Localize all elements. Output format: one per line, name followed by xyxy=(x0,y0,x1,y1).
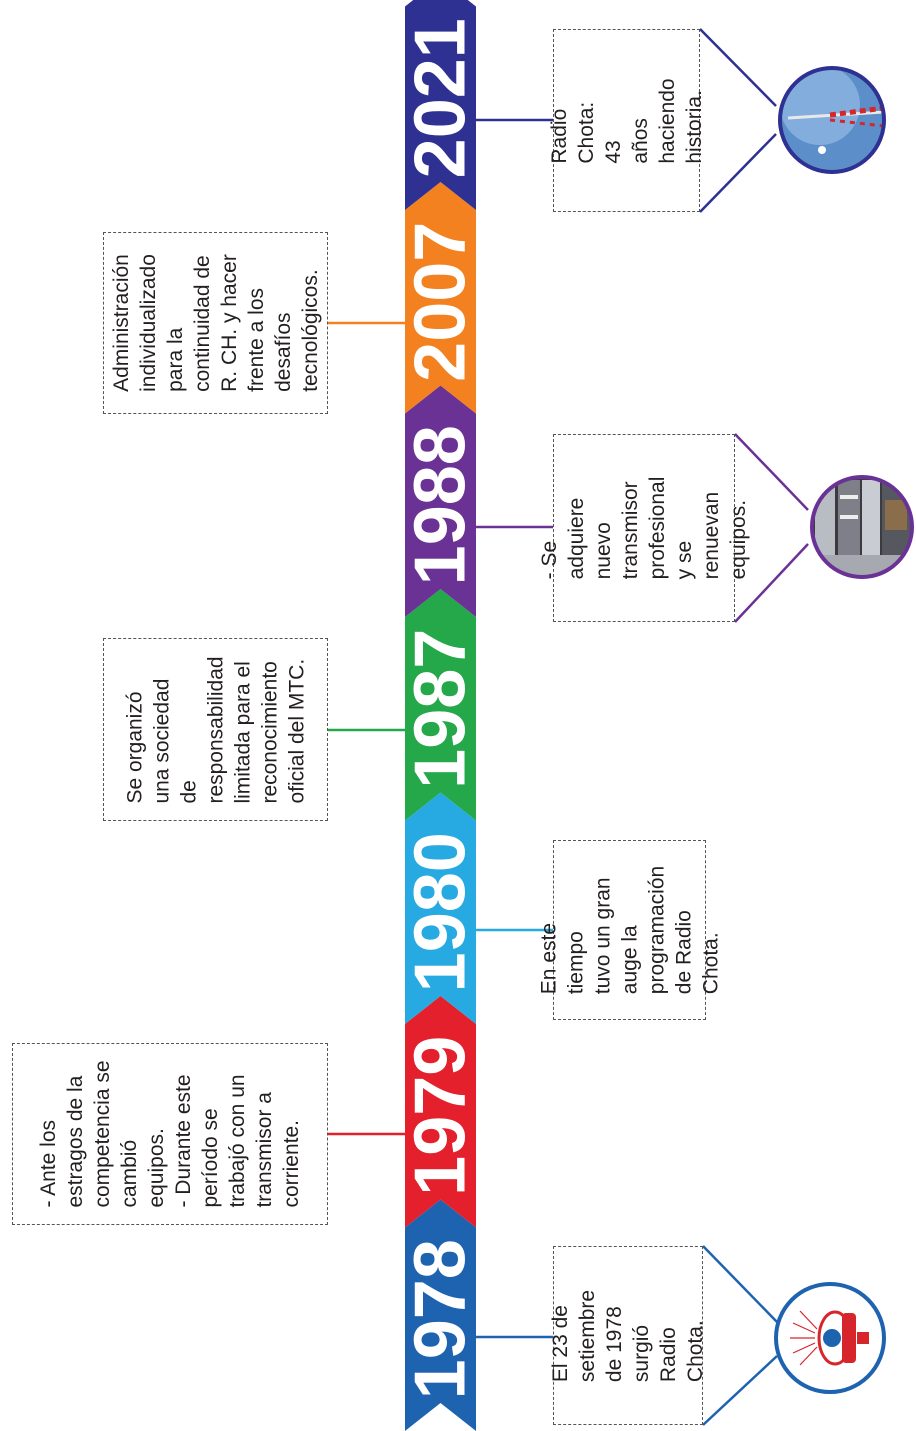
antenna-tower-photo xyxy=(778,66,886,174)
chevron-2007 xyxy=(405,182,476,414)
note-1988: - Se adquiere nuevo transmisor profesion… xyxy=(538,434,750,622)
note-1978-text: El 23 de setiembre de 1978 surgió Radio … xyxy=(549,1289,707,1382)
note-2007: Administración individualizado para la c… xyxy=(103,232,328,414)
chevron-1979 xyxy=(405,996,476,1228)
year-label-1980: 1980 xyxy=(401,832,481,992)
note-1980: En este tiempo tuvo un gran auge la prog… xyxy=(537,840,722,1020)
note-1987-text: Se organizó una sociedad de responsabili… xyxy=(123,655,308,804)
note-2021: Radio Chota: 43 años haciendo historia. xyxy=(548,29,706,212)
note-2021-text: Radio Chota: 43 años haciendo historia. xyxy=(547,77,706,164)
chevron-1978 xyxy=(405,1199,476,1431)
connector-2021-circle-bottom xyxy=(699,133,777,213)
note-1988-text: - Se adquiere nuevo transmisor profesion… xyxy=(538,476,750,580)
year-label-1978: 1978 xyxy=(401,1239,481,1399)
note-1980-text: En este tiempo tuvo un gran auge la prog… xyxy=(537,865,722,995)
radio-chota-logo xyxy=(774,1282,886,1394)
timeline-chevrons: 1978 1979 1980 1987 1988 2007 2021 xyxy=(401,0,481,1431)
transmitter-equipment-photo xyxy=(810,475,914,579)
connector-lines xyxy=(328,28,809,1426)
photo-circles xyxy=(774,66,914,1394)
note-2007-text: Administración individualizado para la c… xyxy=(109,254,322,392)
connector-1978-circle-top xyxy=(702,1245,778,1323)
connector-1988-circle-bottom xyxy=(734,543,809,623)
connector-2021-circle-top xyxy=(699,28,777,107)
chevron-1980 xyxy=(405,792,476,1024)
chevron-1988 xyxy=(405,385,476,617)
connector-1988-circle-top xyxy=(734,433,809,511)
chevron-1987 xyxy=(405,589,476,821)
note-1979: - Ante los estragos de la competencia se… xyxy=(12,1043,328,1225)
note-1987: Se organizó una sociedad de responsabili… xyxy=(103,638,328,821)
year-label-1979: 1979 xyxy=(401,1036,481,1196)
year-label-2007: 2007 xyxy=(401,222,481,382)
year-label-1988: 1988 xyxy=(401,425,481,585)
year-label-2021: 2021 xyxy=(401,18,481,178)
connector-1978-circle-bottom xyxy=(702,1355,778,1426)
year-label-1987: 1987 xyxy=(401,629,481,789)
note-1979-text: - Ante los estragos de la competencia se… xyxy=(37,1060,303,1208)
chevron-2021 xyxy=(405,0,476,210)
note-1978: El 23 de setiembre de 1978 surgió Radio … xyxy=(549,1246,707,1425)
